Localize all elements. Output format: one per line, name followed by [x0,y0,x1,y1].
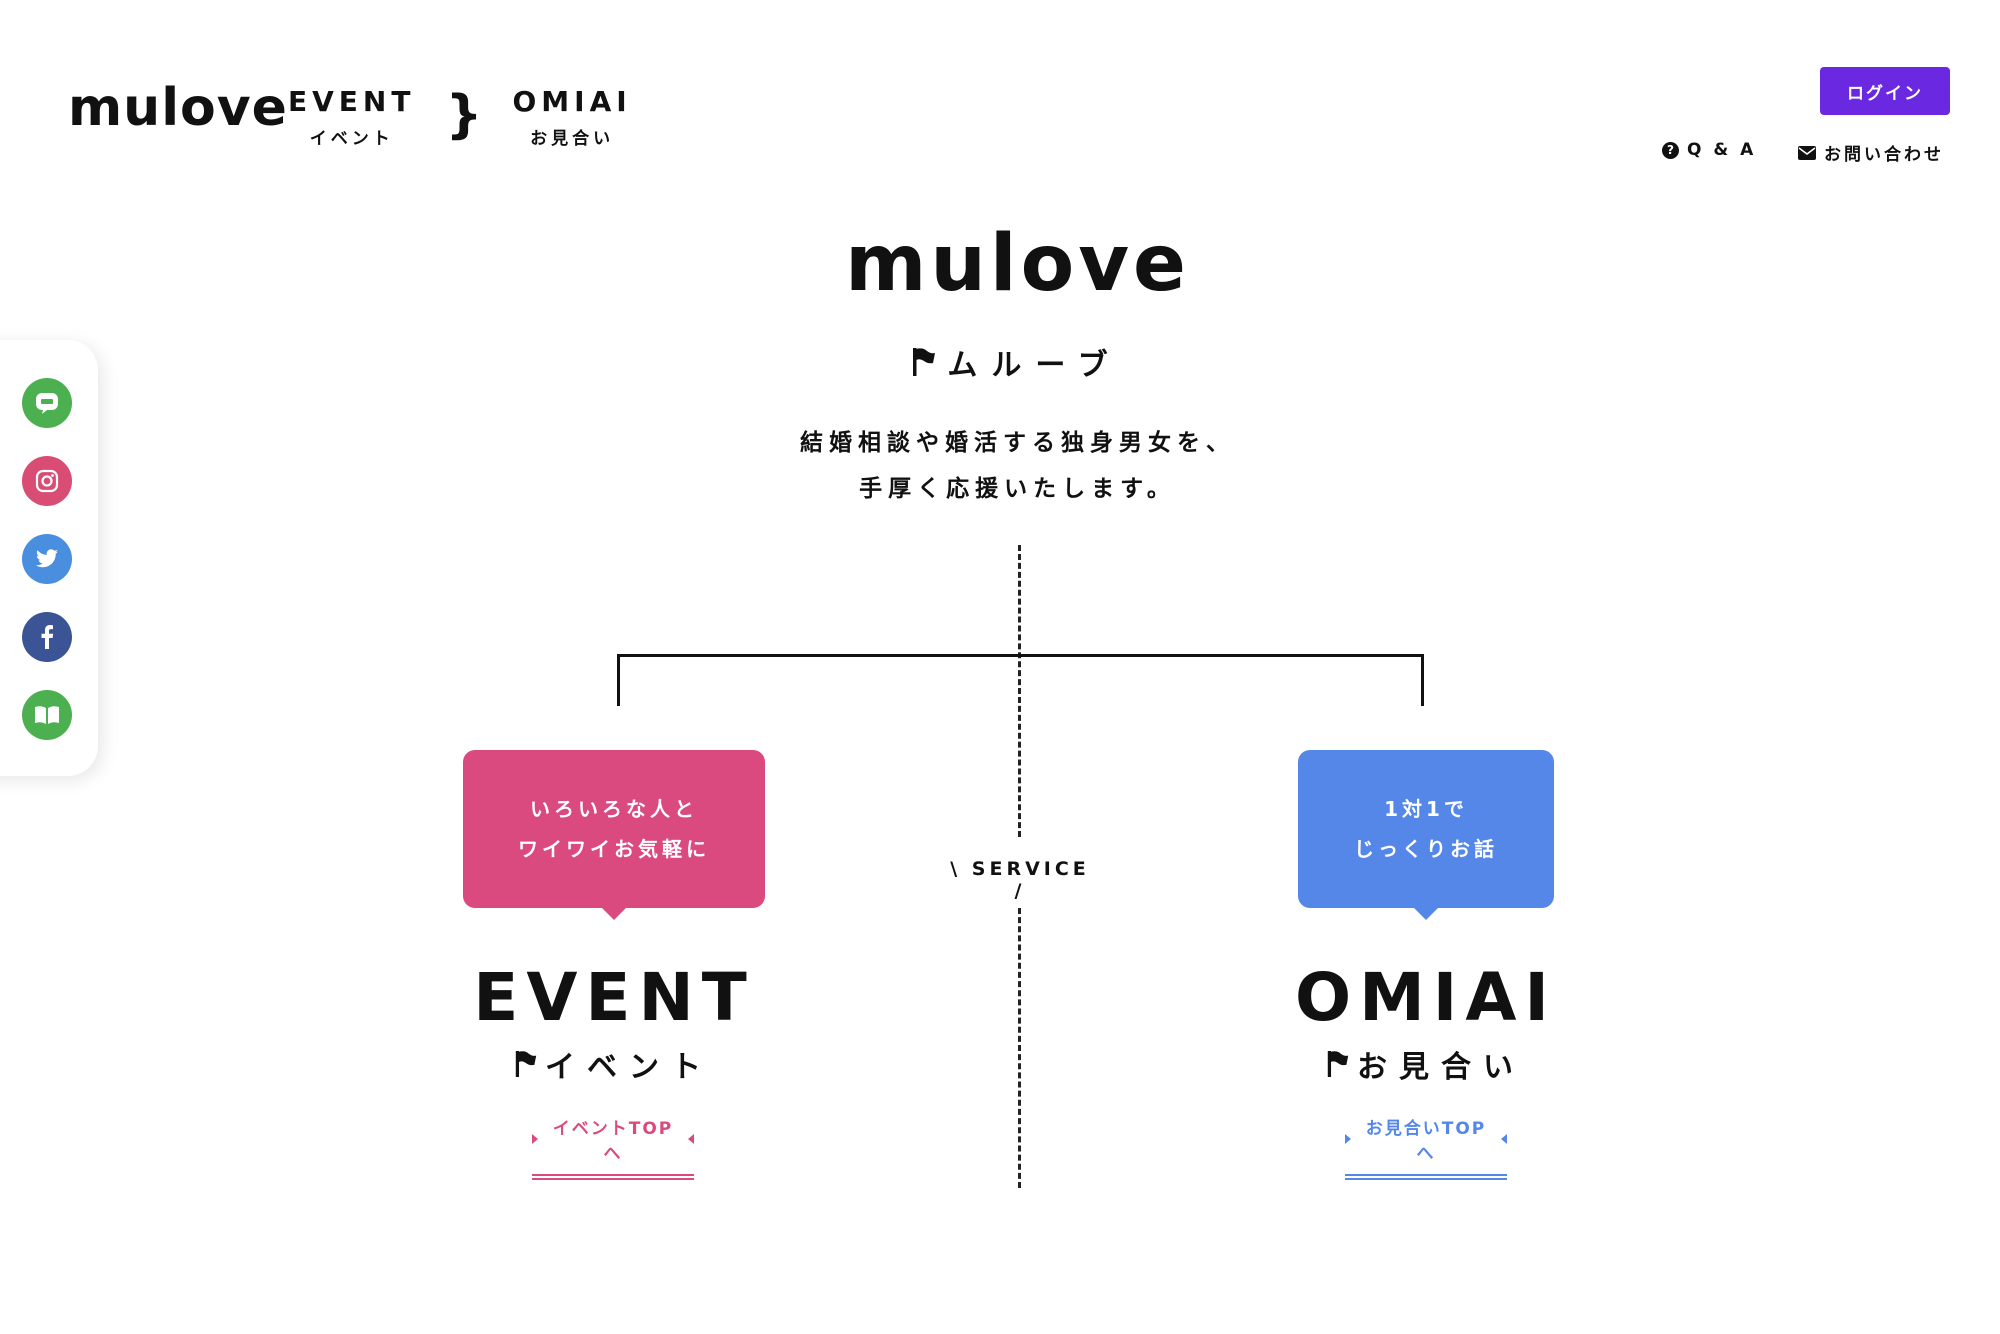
caret-right-icon [532,1134,538,1144]
flag-icon [913,348,936,376]
event-top-link-label: イベントTOPへ [552,1119,674,1164]
twitter-icon [36,549,58,568]
facebook-button[interactable] [22,612,72,662]
login-button[interactable]: ログイン [1820,67,1950,115]
flag-icon [1327,1051,1349,1077]
omiai-speech-bubble: 1対1で じっくりお話 [1298,750,1554,920]
book-button[interactable] [22,690,72,740]
branch-right-stub [1421,654,1424,706]
service-label: \ SERVICE / [950,858,1090,902]
omiai-top-link-label: お見合いTOPへ [1365,1119,1487,1164]
envelope-icon [1798,145,1816,160]
hero-subtitle-text: ムルーブ [947,348,1122,383]
instagram-button[interactable] [22,456,72,506]
event-bubble-line-2: ワイワイお気軽に [518,837,710,861]
tagline-line-2: 手厚く応援いたします。 [859,476,1176,502]
nav-item-omiai[interactable]: OMIAI お見合い [512,85,632,150]
center-dashed-line-top [1018,545,1021,837]
flag-icon [515,1051,537,1077]
event-title-ja-text: イベント [545,1050,713,1085]
event-top-link[interactable]: イベントTOPへ [532,1114,694,1180]
nav-event-ja: イベント [309,129,394,149]
branch-horizontal-line [617,654,1424,657]
caret-left-icon [1501,1134,1507,1144]
omiai-bubble-line-1: 1対1で [1384,797,1468,821]
branch-left-stub [617,654,620,706]
line-button[interactable] [22,378,72,428]
caret-left-icon [688,1134,694,1144]
qa-label: Q & A [1687,140,1757,160]
facebook-icon [41,625,54,649]
hero-subtitle: ムルーブ [0,340,2000,384]
nav-item-event[interactable]: EVENT イベント [288,85,416,150]
contact-label: お問い合わせ [1824,145,1944,165]
tagline: 結婚相談や婚活する独身男女を、 手厚く応援いたします。 [0,420,2000,512]
tagline-line-1: 結婚相談や婚活する独身男女を、 [800,430,1235,456]
service-label-text: SERVICE [971,858,1090,880]
contact-link[interactable]: お問い合わせ [1798,140,1944,165]
main-nav: EVENT イベント } OMIAI お見合い [288,84,632,150]
omiai-title-ja-text: お見合い [1357,1050,1525,1085]
book-icon [35,706,59,724]
hero-title: mulove [845,219,1190,309]
nav-omiai-ja: お見合い [530,129,615,149]
event-bubble-line-1: いろいろな人と [530,797,698,821]
omiai-title-ja: お見合い [1276,1042,1576,1086]
twitter-button[interactable] [22,534,72,584]
omiai-bubble-line-2: じっくりお話 [1354,837,1498,861]
nav-event-en: EVENT [288,85,416,118]
instagram-icon [35,469,59,493]
event-title-en: EVENT [473,959,755,1036]
nav-omiai-en: OMIAI [512,85,632,118]
site-logo[interactable]: mulove [68,78,288,138]
question-circle-icon: ? [1662,141,1679,159]
qa-link[interactable]: ? Q & A [1662,140,1756,160]
nav-brace-divider: } [445,84,483,145]
event-title-ja: イベント [463,1042,765,1086]
omiai-title-en: OMIAI [1295,959,1557,1036]
omiai-top-link[interactable]: お見合いTOPへ [1345,1114,1507,1180]
line-icon [36,393,58,414]
center-dashed-line-bottom [1018,908,1021,1188]
event-speech-bubble: いろいろな人と ワイワイお気軽に [463,750,765,920]
caret-right-icon [1345,1134,1351,1144]
